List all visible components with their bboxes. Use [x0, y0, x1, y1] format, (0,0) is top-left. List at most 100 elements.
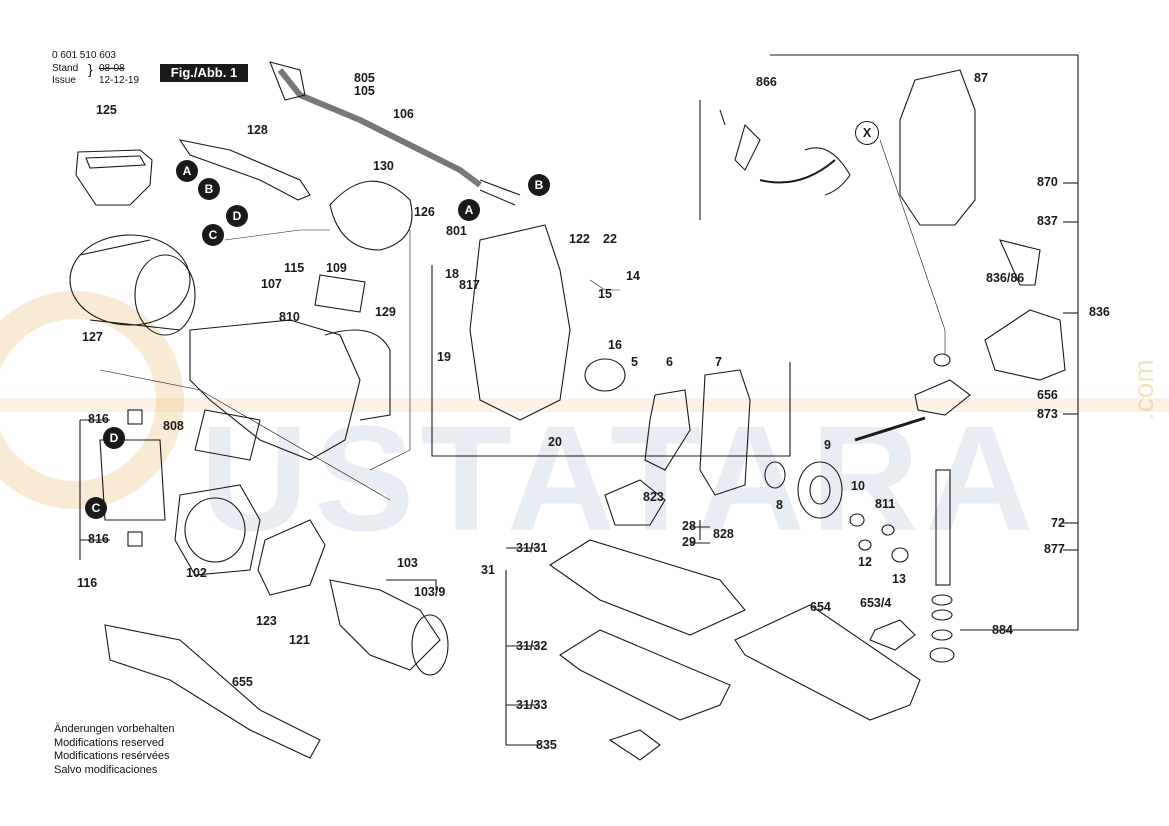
part-127-housing: [69, 234, 191, 326]
part-801-gearhousing: [469, 224, 571, 421]
label-828: 828: [713, 527, 734, 541]
callout-a: A: [176, 160, 198, 182]
label-817: 817: [459, 278, 480, 292]
watermark-text: USTATARA: [200, 394, 1040, 562]
label-12: 12: [858, 555, 872, 569]
part-126-dome: [329, 180, 413, 251]
label-5: 5: [631, 355, 638, 369]
label-126: 126: [414, 205, 435, 219]
label-31-32: 31/32: [516, 639, 548, 653]
part-13-bearing: [891, 547, 909, 563]
issue-value: 12-12-19: [99, 75, 140, 86]
part-125-cover: [75, 149, 153, 206]
part-103-armature: [329, 579, 441, 671]
label-655: 655: [232, 675, 253, 689]
part-816-brush-bottom: [127, 531, 143, 547]
label-8: 8: [776, 498, 783, 512]
label-816-bottom: 816: [88, 532, 109, 546]
brace-glyph: }: [88, 61, 93, 77]
part-9-gear: [797, 461, 843, 519]
bracket-103: [386, 579, 437, 590]
label-816-top: 816: [88, 412, 109, 426]
label-837: 837: [1037, 214, 1058, 228]
label-801: 801: [446, 224, 467, 238]
part-816-brushholder: [99, 439, 166, 521]
part-109-label: [314, 274, 366, 313]
bracket-right: [770, 54, 1079, 631]
label-18: 18: [445, 267, 459, 281]
label-31-31: 31/31: [516, 541, 548, 555]
part-128-bracket: [178, 139, 311, 201]
callout-d-2: D: [103, 427, 125, 449]
label-7: 7: [715, 355, 722, 369]
label-31: 31: [481, 563, 495, 577]
part-6-lever: [644, 389, 691, 471]
part-808-label: [194, 409, 261, 461]
label-811: 811: [875, 497, 896, 511]
note-line: Änderungen vorbehalten: [54, 723, 175, 735]
part-8-bearing: [764, 461, 786, 489]
callout-a-2: A: [458, 199, 480, 221]
callout-b-2: B: [528, 174, 550, 196]
label-810: 810: [279, 310, 300, 324]
note-line: Salvo modificaciones: [54, 763, 158, 776]
figure-title: Fig./Abb. 1: [160, 64, 248, 82]
label-105: 105: [354, 84, 375, 98]
label-22: 22: [603, 232, 617, 246]
part-656-guard: [984, 309, 1066, 381]
label-123: 123: [256, 614, 277, 628]
part-653-4-insert: [869, 619, 916, 651]
label-x: X: [855, 121, 879, 145]
part-105-cable: [277, 68, 482, 188]
label-128: 128: [247, 123, 268, 137]
leader-lines: [369, 230, 411, 471]
part-810-flange: [324, 329, 391, 421]
label-805: 805: [354, 71, 375, 85]
label-122: 122: [569, 232, 590, 246]
label-884: 884: [992, 623, 1013, 637]
label-103: 103: [397, 556, 418, 570]
watermark-ring: [0, 291, 184, 509]
stand-value: 08-08: [99, 63, 125, 74]
part-87-housing: [899, 69, 976, 226]
part-816-brush-top: [127, 409, 143, 425]
part-5-washer: [584, 358, 626, 392]
callout-c-2: C: [85, 497, 107, 519]
label-102: 102: [186, 566, 207, 580]
part-123-bearing: [257, 519, 326, 596]
label-6: 6: [666, 355, 673, 369]
label-130: 130: [373, 159, 394, 173]
label-15: 15: [598, 287, 612, 301]
part-number: 0 601 510 603: [52, 50, 116, 61]
plug-head: [269, 61, 306, 101]
callout-b: B: [198, 178, 220, 200]
label-13: 13: [892, 572, 906, 586]
label-866: 866: [756, 75, 777, 89]
label-116: 116: [77, 576, 98, 590]
watermark-stripe: [0, 398, 1169, 412]
label-107: 107: [261, 277, 282, 291]
part-835-clamp: [608, 729, 661, 761]
label-14: 14: [626, 269, 640, 283]
label-20: 20: [548, 435, 562, 449]
label-127: 127: [82, 330, 103, 344]
part-10-washer: [849, 513, 865, 527]
label-121: 121: [289, 633, 310, 647]
label-72: 72: [1051, 516, 1065, 530]
part-823-guide: [604, 479, 666, 526]
label-29: 29: [682, 535, 696, 549]
stand-label: Stand: [52, 63, 79, 74]
part-7-plate: [699, 369, 751, 496]
part-102-stator: [174, 484, 261, 576]
issue-label: Issue: [52, 75, 76, 86]
callout-d: D: [226, 205, 248, 227]
part-873-holder: [914, 379, 971, 416]
part-31-32-plate: [559, 629, 731, 721]
label-129: 129: [375, 305, 396, 319]
bracket-31: [505, 570, 540, 746]
label-31-33: 31/33: [516, 698, 548, 712]
part-31-31-base: [549, 539, 746, 636]
label-10: 10: [851, 479, 865, 493]
